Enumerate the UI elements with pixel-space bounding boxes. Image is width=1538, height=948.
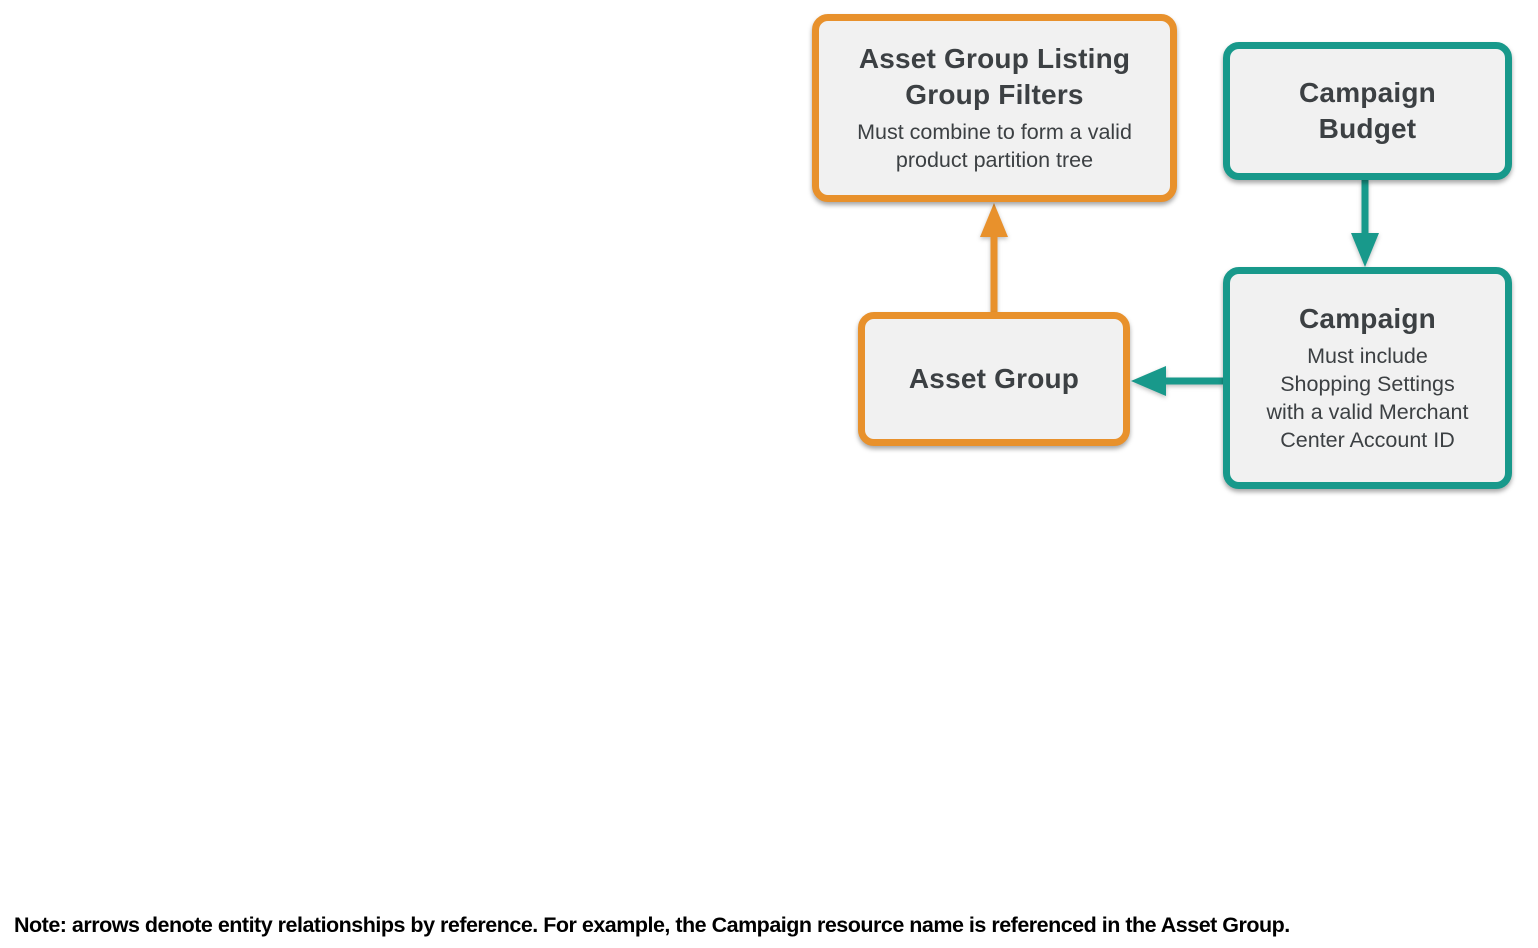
- footnote: Note: arrows denote entity relationships…: [14, 913, 1290, 937]
- node-campaign-budget: Campaign Budget: [1223, 42, 1512, 180]
- arrow-campaign-budget-to-campaign: [1351, 180, 1379, 267]
- node-title: Asset Group Listing Group Filters: [858, 43, 1131, 110]
- node-title: Campaign Budget: [1299, 77, 1436, 144]
- node-campaign: Campaign Must include Shopping Settings …: [1223, 267, 1512, 489]
- arrow-asset-group-to-listing-filters: [980, 203, 1008, 313]
- node-subtitle: Must include Shopping Settings with a va…: [1266, 344, 1469, 453]
- arrow-campaign-to-asset-group: [1131, 366, 1223, 396]
- node-asset-group-listing-group-filters: Asset Group Listing Group Filters Must c…: [812, 14, 1177, 202]
- node-subtitle: Must combine to form a valid product par…: [857, 120, 1132, 173]
- node-asset-group: Asset Group: [858, 312, 1130, 446]
- node-title: Campaign: [1299, 302, 1436, 334]
- node-title: Asset Group: [908, 363, 1080, 395]
